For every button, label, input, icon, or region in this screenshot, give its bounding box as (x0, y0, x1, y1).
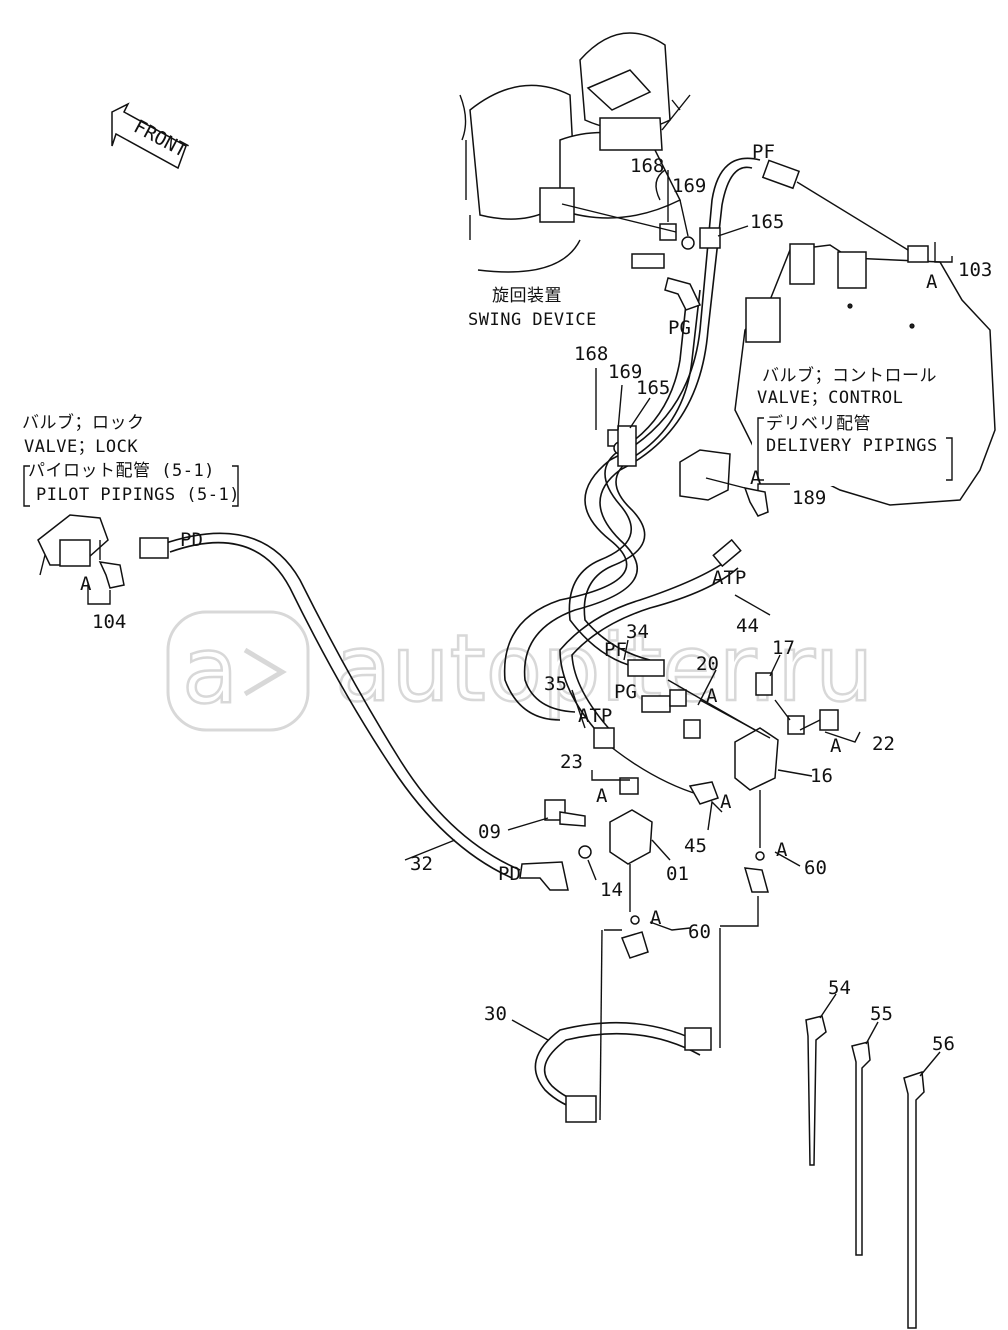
part-60-right: 60 (804, 857, 827, 879)
svg-text:a: a (182, 617, 238, 724)
part-09: 09 (478, 821, 501, 843)
pilot-hose-32 (159, 532, 521, 871)
part-56: 56 (932, 1033, 955, 1055)
watermark: a autopiter.ru (166, 610, 875, 732)
swing-device (459, 32, 691, 273)
port-atp-mid: ATP (578, 705, 612, 727)
port-a-22: A (830, 735, 842, 757)
part-55: 55 (870, 1003, 893, 1025)
part-23: 23 (560, 751, 583, 773)
port-pg-mid: PG (614, 681, 637, 703)
leader-lines (87, 170, 953, 1077)
fittings (98, 159, 929, 1123)
port-a-20: A (706, 685, 718, 707)
connection-lines (561, 169, 909, 1121)
port-labels: PF PG A A PD A ATP PF PG A ATP A A A A P… (80, 141, 938, 929)
delivery-label-en: DELIVERY PIPINGS (766, 436, 938, 456)
part-54: 54 (828, 977, 851, 999)
part-169-top: 169 (672, 175, 706, 197)
control-valve-label-en: VALVE；CONTROL (757, 388, 903, 408)
delivery-label-jp: デリベリ配管 (766, 413, 871, 434)
port-pg-top: PG (668, 317, 691, 339)
part-22: 22 (872, 733, 895, 755)
port-a-189: A (750, 467, 762, 489)
watermark-text: autopiter.ru (335, 615, 873, 722)
part-168-mid: 168 (574, 343, 608, 365)
part-35: 35 (544, 673, 567, 695)
port-a-60-right: A (776, 839, 788, 861)
tie-strap-56 (903, 1070, 925, 1329)
main-hoses (503, 157, 761, 796)
port-a-45: A (720, 791, 732, 813)
port-a-104: A (80, 573, 92, 595)
tie-strap-54 (805, 1015, 827, 1166)
swing-device-label-jp: 旋回装置 (492, 286, 562, 306)
port-a-60-left: A (650, 907, 662, 929)
lock-valve (37, 514, 109, 576)
part-30: 30 (484, 1003, 507, 1025)
pilot-pipings-label-en: PILOT PIPINGS (5-1) (36, 485, 240, 505)
part-168-top: 168 (630, 155, 664, 177)
block-01 (609, 809, 653, 865)
port-pd-bottom: PD (498, 863, 521, 885)
part-numbers: 168 169 165 103 168 169 165 189 104 44 3… (92, 155, 992, 1055)
part-45: 45 (684, 835, 707, 857)
part-169-mid: 169 (608, 361, 642, 383)
part-44: 44 (736, 615, 759, 637)
swing-device-label-en: SWING DEVICE (468, 310, 597, 330)
part-17: 17 (772, 637, 795, 659)
pilot-block (679, 449, 746, 501)
part-01: 01 (666, 863, 689, 885)
part-20: 20 (696, 653, 719, 675)
port-atp-top: ATP (712, 567, 746, 589)
part-103: 103 (958, 259, 992, 281)
front-arrow-icon (111, 102, 187, 170)
tie-strap-55 (851, 1041, 871, 1256)
port-pf-mid: PF (604, 639, 627, 661)
port-pd-top: PD (180, 529, 203, 551)
part-60-left: 60 (688, 921, 711, 943)
part-34: 34 (626, 621, 649, 643)
lock-valve-label-en: VALVE；LOCK (24, 437, 138, 457)
part-16: 16 (810, 765, 833, 787)
hose-30 (534, 1021, 706, 1113)
pilot-pipings-label-jp: パイロット配管 (5-1) (28, 461, 215, 481)
port-a-23: A (596, 785, 608, 807)
part-189: 189 (792, 487, 826, 509)
part-165-mid: 165 (636, 377, 670, 399)
part-14: 14 (600, 879, 623, 901)
port-a-103: A (926, 271, 938, 293)
part-32: 32 (410, 853, 433, 875)
lock-valve-label-jp: バルブ；ロック (22, 412, 145, 433)
part-104: 104 (92, 611, 126, 633)
part-165-top: 165 (750, 211, 784, 233)
port-pf-top: PF (752, 141, 775, 163)
block-16 (734, 727, 779, 791)
control-valve-label-jp: バルブ；コントロール (762, 365, 937, 386)
